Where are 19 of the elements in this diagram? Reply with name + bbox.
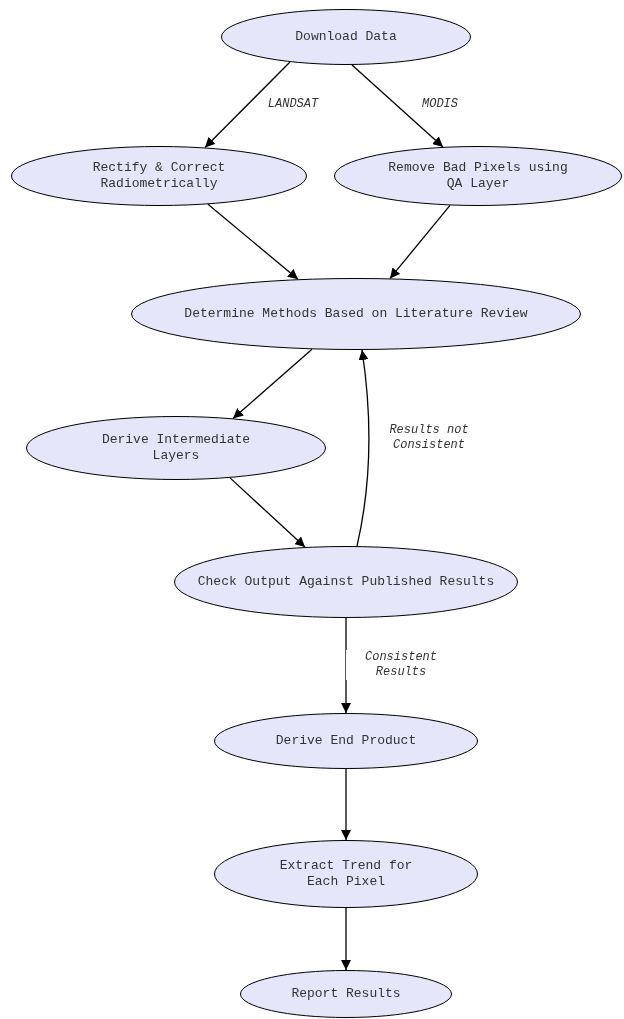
node-label: Download Data <box>294 29 398 45</box>
arrow <box>341 617 351 714</box>
node-label: Rectify & Correct Radiometrically <box>91 160 227 192</box>
node-label: Derive End Product <box>274 733 418 749</box>
node-label: Extract Trend for Each Pixel <box>278 858 414 890</box>
arrow <box>341 907 351 971</box>
node-label: Report Results <box>290 986 402 1002</box>
arrow <box>232 348 313 420</box>
node-label: Derive Intermediate Layers <box>100 432 252 464</box>
arrow <box>341 768 351 841</box>
arrow <box>389 204 451 280</box>
arrow <box>207 203 299 280</box>
arrow <box>229 477 306 548</box>
arrow <box>356 349 370 547</box>
arrow <box>351 64 444 148</box>
node-label: Determine Methods Based on Literature Review <box>183 306 529 322</box>
node-label: Remove Bad Pixels using QA Layer <box>388 160 568 192</box>
arrow <box>204 61 291 149</box>
node-label: Check Output Against Published Results <box>196 574 496 590</box>
